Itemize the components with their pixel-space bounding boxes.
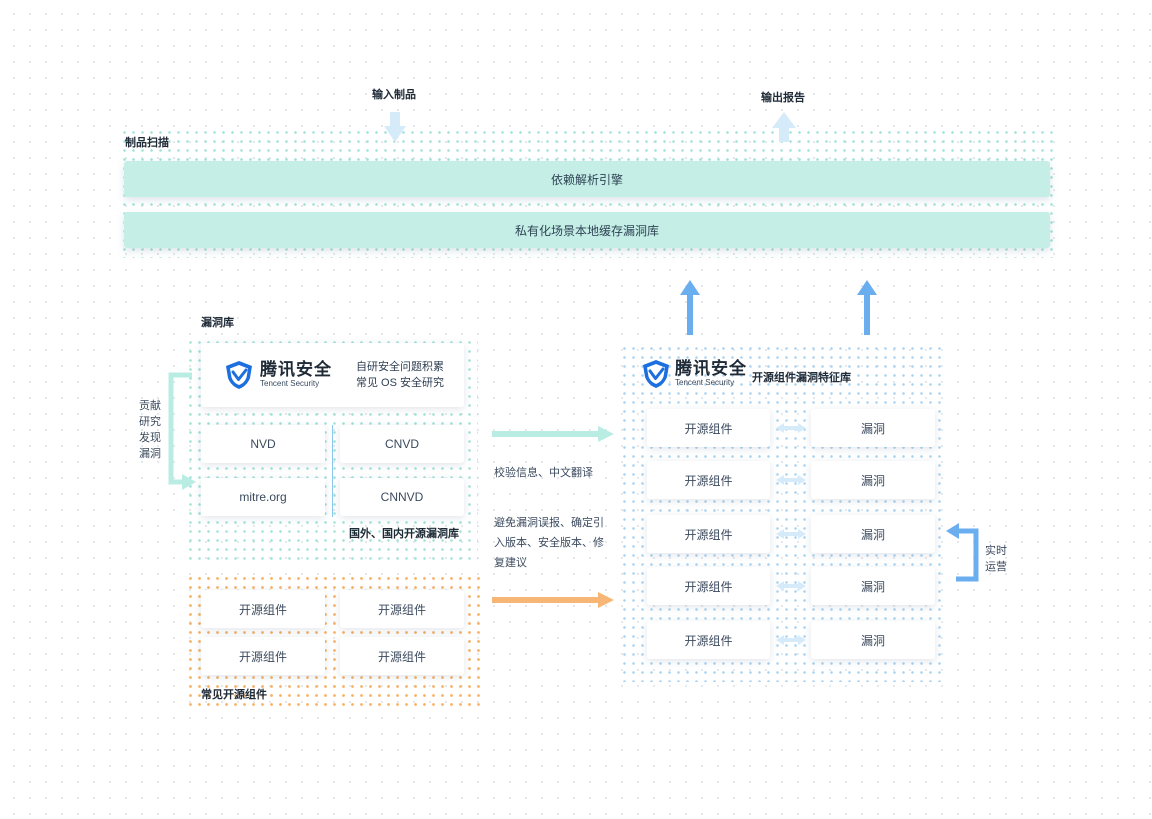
feature-vuln-2: 漏洞 <box>811 461 935 499</box>
realtime-text: 实时 运营 <box>985 545 1007 573</box>
note-avoid: 避免漏洞误报、确定引入版本、安全版本、修复建议 <box>494 517 604 569</box>
orange-right-arrow-icon <box>492 592 614 608</box>
input-arrow-icon <box>384 112 406 142</box>
component-card-3: 开源组件 <box>201 637 325 675</box>
feature-component-3: 开源组件 <box>647 515 770 553</box>
source-divider <box>332 425 333 517</box>
component-card-4: 开源组件 <box>340 637 464 675</box>
output-label: 输出报告 <box>761 92 805 104</box>
component-card-1: 开源组件 <box>201 590 325 628</box>
realtime-bracket-icon <box>946 523 979 582</box>
source-cnvd: CNVD <box>340 425 464 463</box>
note-verify: 校验信息、中文翻译 <box>494 467 593 479</box>
input-label: 输入制品 <box>372 89 416 101</box>
feature-vuln-1: 漏洞 <box>811 409 935 447</box>
link-arrow-icon <box>776 635 806 645</box>
component-card-2: 开源组件 <box>340 590 464 628</box>
link-arrow-icon <box>776 475 806 485</box>
source-mitre: mitre.org <box>201 478 325 516</box>
scan-label: 制品扫描 <box>125 137 169 149</box>
up-arrow-left-icon <box>680 280 700 335</box>
local-cache-band: 私有化场景本地缓存漏洞库 <box>124 212 1050 248</box>
brand-name-en: Tencent Security <box>260 379 320 388</box>
brand-name-cn: 腾讯安全 <box>260 360 332 379</box>
sources-caption: 国外、国内开源漏洞库 <box>349 528 459 540</box>
tencent-shield-icon <box>643 360 669 388</box>
components-caption: 常见开源组件 <box>201 689 267 701</box>
brand-name-en: Tencent Security <box>675 378 735 387</box>
vuln-db-title: 漏洞库 <box>201 317 234 329</box>
link-arrow-icon <box>776 529 806 539</box>
source-cnnvd: CNNVD <box>340 478 464 516</box>
feature-component-1: 开源组件 <box>647 409 770 447</box>
contribute-text: 贡献 研究 发现 漏洞 <box>139 400 161 460</box>
dependency-engine-band: 依赖解析引擎 <box>124 161 1050 197</box>
output-arrow-icon <box>772 112 796 142</box>
feature-component-5: 开源组件 <box>647 621 770 659</box>
feature-component-2: 开源组件 <box>647 461 770 499</box>
source-nvd: NVD <box>201 425 325 463</box>
feature-component-4: 开源组件 <box>647 567 770 605</box>
feature-db-title: 开源组件漏洞特征库 <box>752 372 851 384</box>
tencent-security-card: 腾讯安全 Tencent Security 自研安全问题积累 常见 OS 安全研… <box>201 343 464 407</box>
feature-db-brand: 腾讯安全 Tencent Security <box>640 358 747 390</box>
tencent-shield-icon <box>226 361 252 389</box>
feature-vuln-5: 漏洞 <box>811 621 935 659</box>
brand-name-cn: 腾讯安全 <box>675 359 747 378</box>
desc-line-1: 自研安全问题积累 <box>356 361 444 373</box>
contribute-bracket-icon <box>168 372 196 490</box>
teal-right-arrow-icon <box>492 426 614 442</box>
up-arrow-right-icon <box>857 280 877 335</box>
feature-vuln-4: 漏洞 <box>811 567 935 605</box>
link-arrow-icon <box>776 423 806 433</box>
feature-vuln-3: 漏洞 <box>811 515 935 553</box>
link-arrow-icon <box>776 581 806 591</box>
desc-line-2: 常见 OS 安全研究 <box>356 377 445 389</box>
